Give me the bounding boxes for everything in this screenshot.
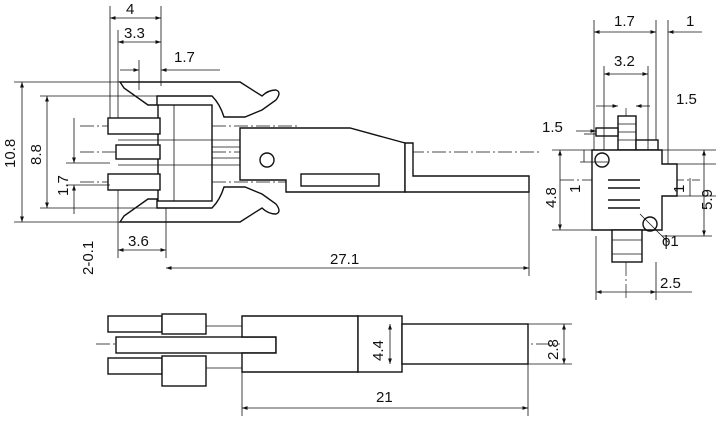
- end-view-hole-top: [594, 152, 610, 168]
- dim-1-7-top: 1.7: [174, 49, 195, 66]
- dim-8-8: 8.8: [28, 144, 45, 165]
- dim-3-6: 3.6: [128, 233, 149, 250]
- dim-21: 21: [376, 389, 393, 406]
- end-view-bottom-pin: [611, 229, 643, 263]
- pin-top: [107, 117, 161, 135]
- dim-10-8: 10.8: [2, 139, 19, 168]
- dim-end-2-5: 2.5: [660, 275, 681, 292]
- dim-end-1-5-right: 1.5: [676, 91, 697, 108]
- dim-3-3: 3.3: [124, 25, 145, 42]
- dim-end-1-5-left: 1.5: [542, 119, 563, 136]
- side-housing-bottom: [161, 355, 207, 387]
- dim-end-phi-1: ϕ1: [662, 233, 679, 250]
- pin-middle: [115, 144, 161, 160]
- side-pin-top: [107, 315, 163, 333]
- lower-bracket: [118, 186, 280, 223]
- dim-4-4: 4.4: [370, 340, 387, 361]
- dim-2-0-1: 2-0.1: [80, 241, 97, 275]
- side-lever: [401, 323, 529, 365]
- upper-bracket: [118, 81, 280, 118]
- dim-end-3-2: 3.2: [614, 53, 635, 70]
- housing: [157, 104, 213, 202]
- dim-27-1: 27.1: [330, 251, 359, 268]
- mount-hole: [259, 152, 275, 168]
- side-pin-bottom: [107, 357, 163, 375]
- top-view: 4 3.3 1.7 10.8 8.8 1.7 2-0.1 3.6: [2, 1, 540, 276]
- lever: [404, 142, 530, 193]
- slot: [300, 173, 380, 187]
- dim-end-5-9: 5.9: [699, 189, 716, 210]
- dim-end-1: 1: [686, 13, 694, 30]
- side-housing-top: [161, 313, 207, 335]
- dim-1-7-pitch: 1.7: [55, 175, 72, 196]
- end-view-top-nub: [617, 115, 637, 151]
- switch-body: [239, 127, 406, 193]
- end-view-hole-bottom: [642, 216, 658, 232]
- end-view-right-tab: [635, 139, 659, 151]
- dim-2-8: 2.8: [545, 339, 562, 360]
- end-view-left-tab: [595, 127, 619, 137]
- side-pin-middle: [115, 336, 277, 354]
- dim-end-1-7: 1.7: [614, 13, 635, 30]
- dim-end-1-left: 1: [567, 185, 584, 193]
- end-view: 1.7 1 3.2 1.5 1.5 4.8 1 1 5.9 ϕ1: [542, 13, 716, 300]
- dim-end-1-right: 1: [671, 185, 688, 193]
- pin-bottom: [107, 173, 161, 191]
- side-sleeve: [357, 315, 403, 373]
- dim-end-4-8: 4.8: [543, 187, 560, 208]
- side-view: 4.4 2.8 21: [96, 313, 572, 416]
- dim-4: 4: [126, 1, 134, 18]
